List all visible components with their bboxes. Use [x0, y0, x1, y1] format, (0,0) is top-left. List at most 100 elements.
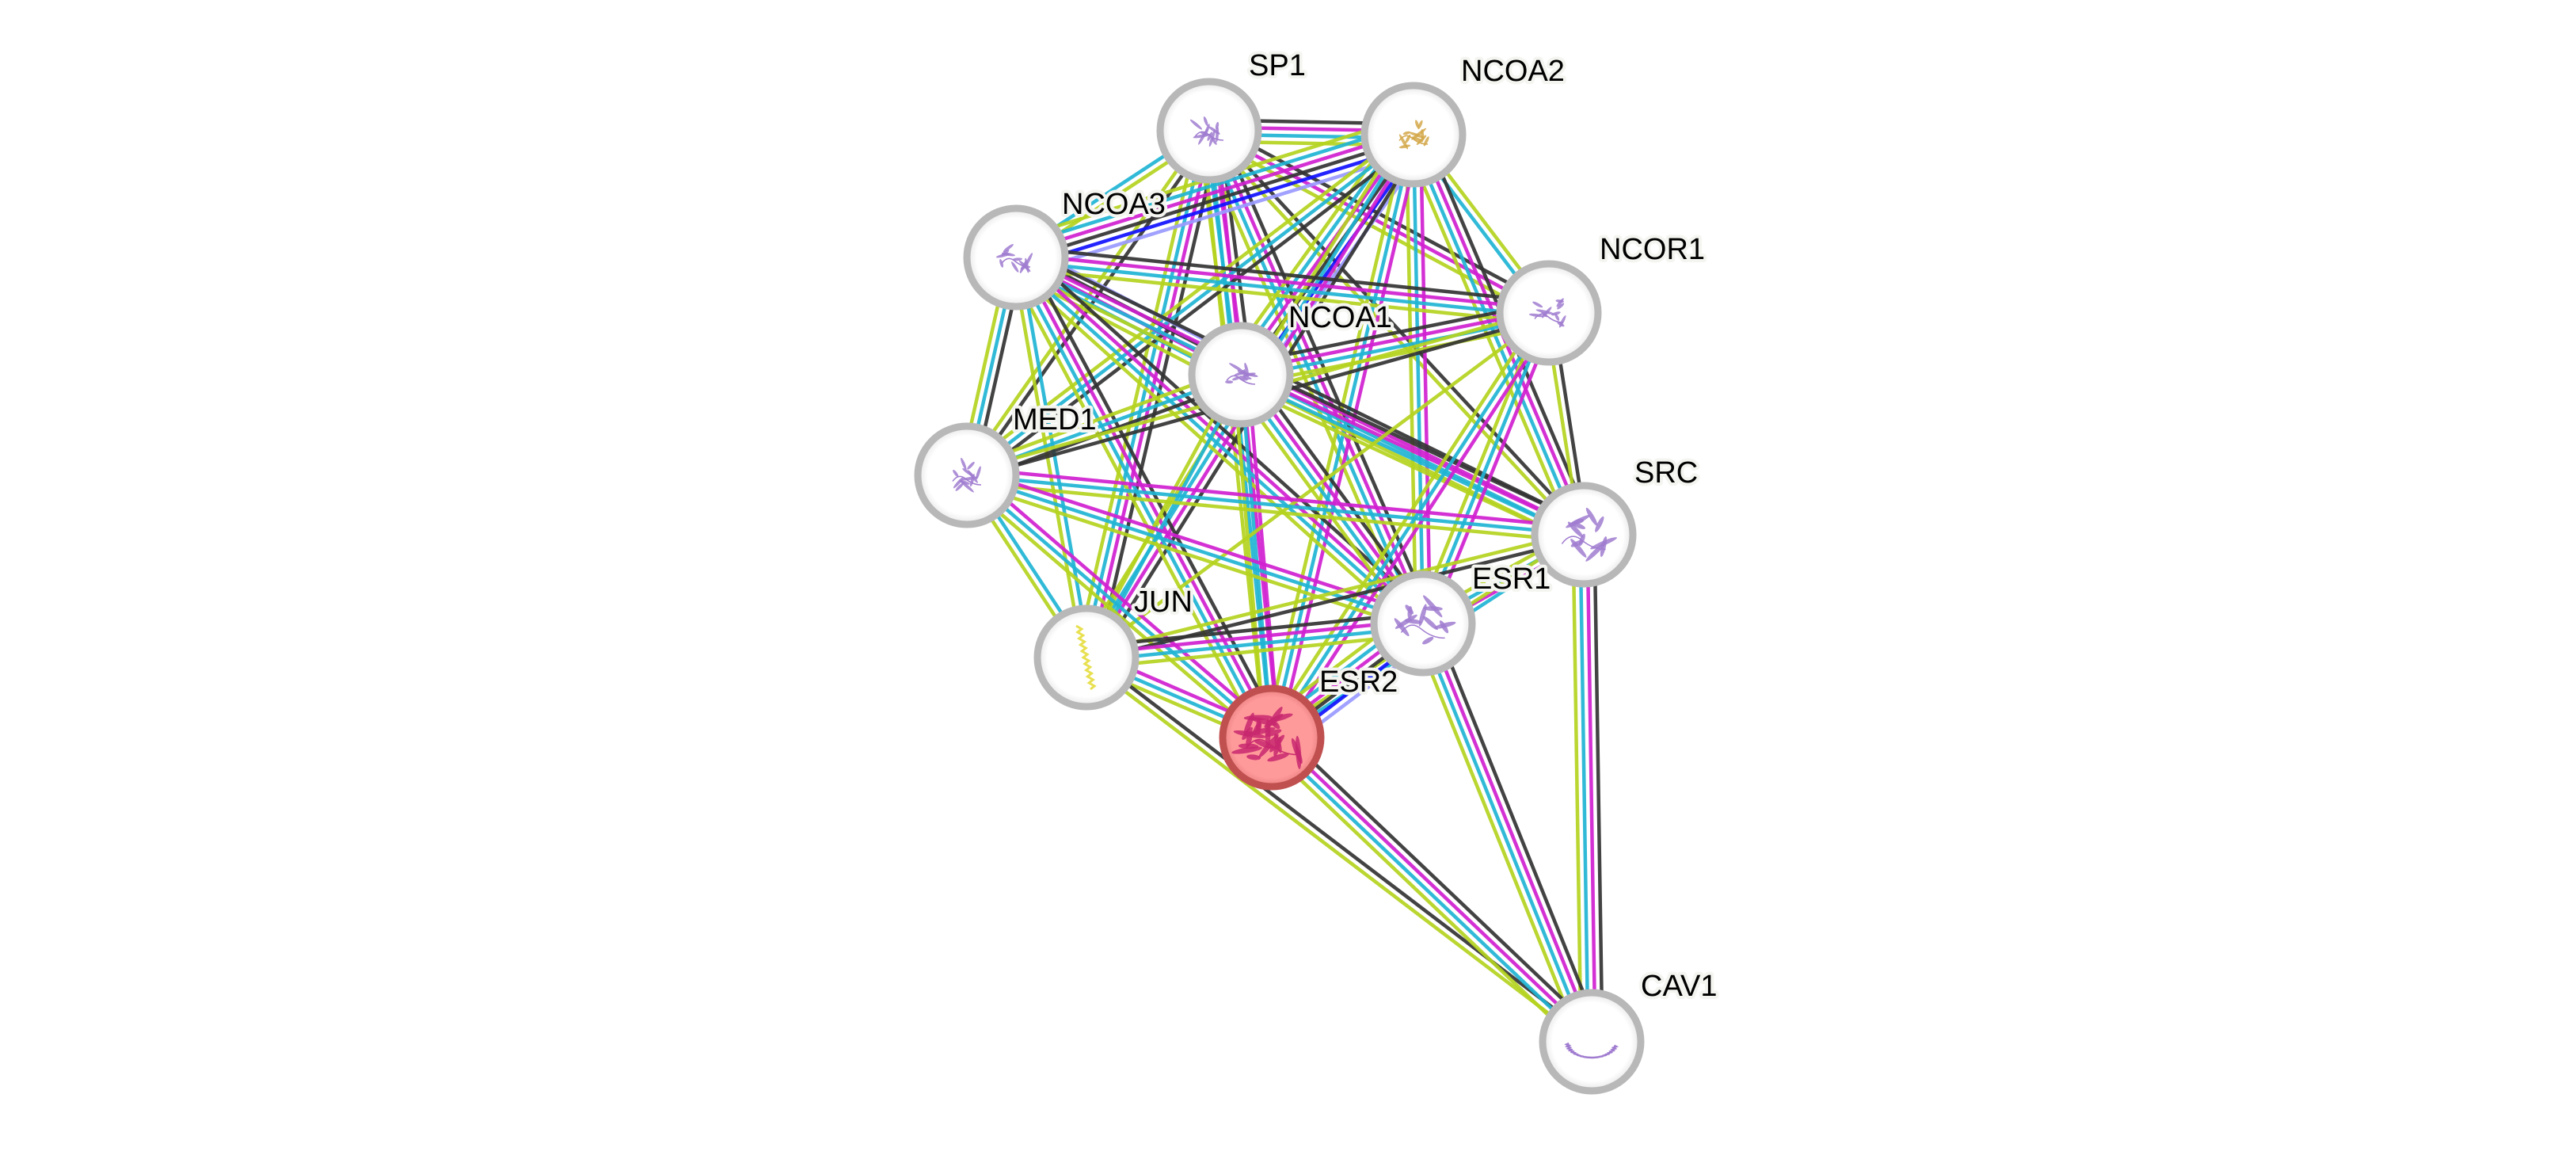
edge-src-cav1[interactable]	[1571, 534, 1604, 1043]
edge-evidence-database	[1578, 535, 1590, 1043]
node-cav1[interactable]: CAV1	[1539, 966, 1720, 1095]
edge-evidence-textmining	[961, 128, 1410, 471]
edge-evidence-textmining	[1263, 744, 1586, 1051]
edge-evidence-textmining	[964, 480, 1421, 632]
edge-evidence-coexpression	[970, 139, 1419, 482]
node-med1[interactable]: MED1	[914, 400, 1100, 528]
node-label: NCOR1	[1600, 233, 1705, 266]
edge-src-jun[interactable]	[1085, 529, 1585, 663]
node-ncoa2[interactable]: NCOA2	[1360, 51, 1568, 188]
edge-evidence-neighborhood	[1017, 254, 1277, 737]
edge-evidence-textmining	[1014, 266, 1548, 326]
edge-evidence-neighborhood	[1425, 621, 1597, 1042]
edge-evidence-neighborhood	[967, 466, 1585, 530]
edge-evidence-textmining	[1085, 529, 1584, 656]
protein-structure-icon	[1075, 624, 1097, 691]
edge-evidence-database	[1018, 256, 1092, 658]
edge-layer	[958, 116, 1604, 1051]
edge-med1-esr1[interactable]	[964, 467, 1426, 632]
edge-evidence-textmining	[1087, 632, 1425, 670]
edge-evidence-neighborhood	[968, 467, 1426, 619]
protein-structure-icon	[1189, 116, 1224, 147]
edge-evidence-textmining	[1571, 535, 1583, 1043]
protein-structure-icon	[1561, 507, 1617, 562]
edge-evidence-textmining	[1264, 307, 1545, 735]
protein-structure-icon	[952, 457, 982, 493]
node-label: MED1	[1013, 403, 1097, 437]
edge-evidence-coexpression	[1244, 363, 1589, 527]
node-circle[interactable]	[1539, 989, 1645, 1095]
edge-esr2-cav1[interactable]	[1263, 728, 1600, 1051]
edge-evidence-neighborhood	[970, 468, 1278, 734]
edge-evidence-database	[1015, 259, 1549, 318]
node-label: CAV1	[1641, 970, 1717, 1003]
node-label: SRC	[1634, 456, 1698, 490]
edge-jun-esr1[interactable]	[1085, 611, 1425, 670]
edge-evidence-experimental	[1018, 143, 1417, 270]
node-ncoa1[interactable]: NCOA1	[1188, 298, 1395, 428]
edge-evidence-database	[1204, 131, 1421, 626]
edge-evidence-neighborhood	[1418, 134, 1433, 623]
edge-evidence-coexpression	[1592, 534, 1604, 1042]
edge-evidence-neighborhood	[1273, 734, 1596, 1041]
edge-ncor1-jun[interactable]	[1085, 311, 1551, 659]
node-src[interactable]: SRC	[1531, 453, 1701, 588]
node-label: JUN	[1134, 585, 1193, 619]
edge-evidence-textmining	[1411, 627, 1584, 1047]
edge-evidence-textmining	[961, 479, 1269, 745]
node-circle[interactable]	[1033, 604, 1140, 711]
edge-evidence-database	[1417, 623, 1590, 1044]
edge-evidence-database	[1269, 134, 1416, 738]
edge-evidence-database	[1411, 134, 1425, 624]
edge-ncoa3-ncor1[interactable]	[1014, 245, 1551, 326]
node-ncor1[interactable]: NCOR1	[1496, 230, 1708, 366]
edge-evidence-coexpression	[1277, 728, 1600, 1035]
edge-evidence-textmining	[1007, 264, 1417, 633]
node-label: ESR1	[1472, 562, 1551, 596]
edge-evidence-coexpression	[1085, 611, 1422, 649]
protein-structure-icon	[1564, 1042, 1619, 1059]
query-node-circle[interactable]	[1219, 684, 1325, 791]
edge-ncoa3-esr1[interactable]	[1007, 248, 1432, 633]
edge-evidence-database	[966, 473, 1424, 626]
protein-structure-icon	[995, 243, 1033, 273]
edge-evidence-neighborhood	[1246, 374, 1281, 738]
protein-structure-icon	[1394, 595, 1456, 645]
node-esr2[interactable]: ESR2	[1219, 662, 1401, 791]
node-ncoa3[interactable]: NCOA3	[963, 185, 1169, 311]
edge-ncoa1-src[interactable]	[1235, 363, 1589, 547]
edge-ncoa1-esr2[interactable]	[1231, 374, 1281, 738]
edge-evidence-neighborhood	[1014, 129, 1414, 256]
protein-structure-icon	[1225, 362, 1258, 385]
edge-evidence-textmining	[1074, 128, 1201, 656]
edge-evidence-textmining	[1402, 138, 1576, 540]
protein-structure-icon	[1528, 298, 1566, 328]
edge-evidence-neighborhood	[1276, 315, 1557, 743]
edge-evidence-coexpression	[1238, 300, 1547, 366]
node-circle[interactable]	[963, 204, 1069, 311]
node-jun[interactable]: JUN	[1033, 582, 1196, 711]
edge-evidence-neighborhood	[1585, 534, 1597, 1042]
edge-evidence-textmining	[1404, 135, 1418, 624]
node-circle[interactable]	[1156, 78, 1262, 184]
node-circle[interactable]	[1370, 570, 1476, 677]
node-circle[interactable]	[914, 422, 1020, 528]
edge-evidence-neighborhood	[1086, 618, 1423, 656]
edge-evidence-database	[1239, 376, 1584, 540]
node-esr1[interactable]: ESR1	[1370, 559, 1554, 677]
edge-evidence-neighborhood	[1428, 315, 1558, 627]
edge-med1-src[interactable]	[965, 466, 1585, 544]
edge-evidence-database	[1012, 122, 1411, 250]
node-sp1[interactable]: SP1	[1156, 46, 1309, 184]
edge-jun-cav1[interactable]	[1083, 653, 1596, 1047]
edge-evidence-database	[1012, 258, 1422, 628]
node-label: NCOA1	[1288, 301, 1392, 334]
edge-evidence-database	[1086, 625, 1424, 663]
edge-esr1-cav1[interactable]	[1411, 619, 1604, 1047]
edge-evidence-coexpression	[1017, 245, 1551, 304]
edge-ncoa2-esr1[interactable]	[1404, 134, 1433, 624]
edge-med1-esr2[interactable]	[961, 468, 1278, 745]
edge-evidence-textmining	[1083, 658, 1591, 1047]
